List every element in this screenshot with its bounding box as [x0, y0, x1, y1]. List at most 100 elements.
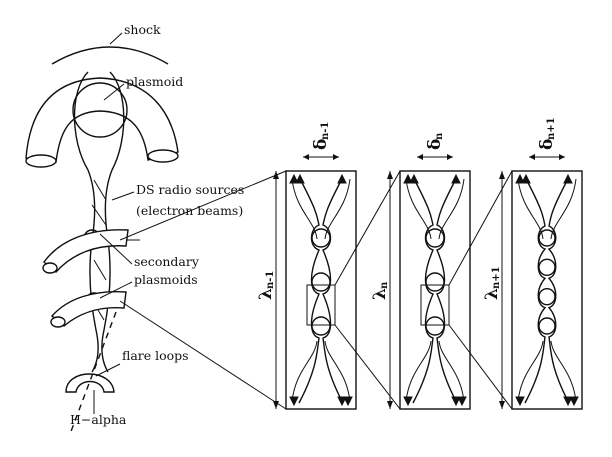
- length-arrowhead-top: [273, 171, 279, 179]
- width-subscript: n+1: [546, 117, 557, 140]
- field-line-bottom-right: [324, 340, 351, 402]
- panel-plasmoid: [425, 228, 445, 248]
- arrow-down-left: [289, 396, 299, 407]
- zoom-box: [306, 284, 336, 326]
- channel-wall-left: [524, 176, 547, 404]
- width-label: δ: [537, 139, 557, 150]
- width-label: δ: [425, 139, 445, 150]
- arrow-up-left: [403, 173, 413, 184]
- arrow-up-left: [289, 173, 299, 184]
- field-line-top-right: [438, 178, 465, 240]
- length-arrowhead-top: [387, 171, 393, 179]
- panel-frame: [285, 170, 357, 410]
- arrow-down-right-2: [457, 396, 467, 407]
- width-subscript: n-1: [320, 122, 331, 140]
- panel-frame: [399, 170, 471, 410]
- sheet-texture: [91, 179, 107, 321]
- zoom-line-bottom: [448, 324, 513, 410]
- field-line-top-left: [291, 178, 318, 240]
- arcade-end-right: [147, 149, 179, 163]
- label-h-alpha: H−alpha: [70, 412, 127, 427]
- arrow-up-left-2: [295, 173, 305, 184]
- label-secondary: secondary: [134, 254, 200, 269]
- length-label: λ: [370, 288, 390, 300]
- label-plasmoid: plasmoid: [126, 74, 183, 89]
- length-arrowhead-bottom: [273, 401, 279, 409]
- flare-loops-leader: [95, 363, 121, 377]
- arcade-end-left: [25, 154, 57, 168]
- secondary-leader: [99, 233, 133, 265]
- field-line-top-right: [324, 178, 351, 240]
- plasmoids-leader: [99, 281, 133, 299]
- panel-plasmoid: [311, 228, 331, 248]
- width-arrowhead-right: [333, 154, 339, 160]
- flare-loop: [65, 373, 115, 393]
- panel-plasmoid: [538, 287, 556, 306]
- width-arrowhead-right: [559, 154, 565, 160]
- length-subscript: n-1: [265, 271, 276, 289]
- field-line-top-left: [405, 178, 432, 240]
- arrow-down-left: [515, 396, 525, 407]
- width-arrowhead-left: [303, 154, 309, 160]
- arrow-down-right: [337, 396, 347, 407]
- field-line-top-right: [550, 178, 577, 240]
- arrow-down-right-2: [569, 396, 579, 407]
- zoom-line-top: [334, 170, 401, 286]
- arrow-up-left-2: [409, 173, 419, 184]
- length-arrowhead-top: [499, 171, 505, 179]
- arrow-down-right-2: [343, 396, 353, 407]
- panel-plasmoid: [311, 272, 331, 292]
- shock-leader: [109, 32, 123, 45]
- panel-plasmoid: [538, 258, 556, 277]
- field-line-bottom-right: [550, 340, 577, 402]
- field-line-bottom-left: [517, 340, 544, 402]
- panel-frame: [511, 170, 583, 410]
- arcade-tube: [25, 77, 179, 163]
- panel-plasmoid: [538, 317, 556, 335]
- width-label: δ: [311, 139, 331, 150]
- field-line-top-left: [517, 178, 544, 240]
- shock-arc: [51, 46, 169, 65]
- panel-plasmoid: [311, 316, 331, 336]
- width-subscript: n: [434, 132, 445, 140]
- arrow-up-right: [337, 173, 347, 184]
- arrow-up-right: [451, 173, 461, 184]
- zoom-line-top: [448, 170, 513, 286]
- zoom-line-top: [119, 170, 287, 241]
- zoom-line-bottom: [119, 300, 287, 410]
- label-shock: shock: [124, 22, 161, 37]
- width-arrowhead-left: [529, 154, 535, 160]
- ds-leader: [111, 191, 135, 201]
- panel-plasmoid: [425, 272, 445, 292]
- plasmoid-primary: [72, 82, 128, 138]
- arrow-down-right: [451, 396, 461, 407]
- arrow-down-left: [403, 396, 413, 407]
- flare-sketch: shock plasmoid DS radio sources (electro…: [25, 22, 287, 435]
- length-arrowhead-bottom: [387, 401, 393, 409]
- current-sheet-right: [101, 71, 125, 373]
- arrow-down-right: [563, 396, 573, 407]
- width-arrowhead-left: [417, 154, 423, 160]
- width-arrowhead-right: [447, 154, 453, 160]
- length-subscript: n+1: [491, 266, 502, 289]
- label-electron-beams: (electron beams): [136, 203, 243, 218]
- label-ds-radio-sources: DS radio sources: [136, 182, 244, 197]
- panel-plasmoid: [425, 316, 445, 336]
- length-label: λ: [256, 288, 276, 300]
- tube-lower: [50, 291, 127, 327]
- zoom-line-bottom: [334, 324, 401, 410]
- tube-lower-end: [50, 316, 66, 328]
- channel-wall-right: [547, 176, 570, 404]
- label-flare-loops: flare loops: [122, 348, 189, 363]
- length-label: λ: [482, 288, 502, 300]
- length-subscript: n: [379, 281, 390, 289]
- zoom-box: [420, 284, 450, 326]
- arrow-up-left-2: [521, 173, 531, 184]
- field-line-bottom-left: [405, 340, 432, 402]
- field-line-bottom-left: [291, 340, 318, 402]
- tube-upper-end: [42, 262, 58, 274]
- length-arrowhead-bottom: [499, 401, 505, 409]
